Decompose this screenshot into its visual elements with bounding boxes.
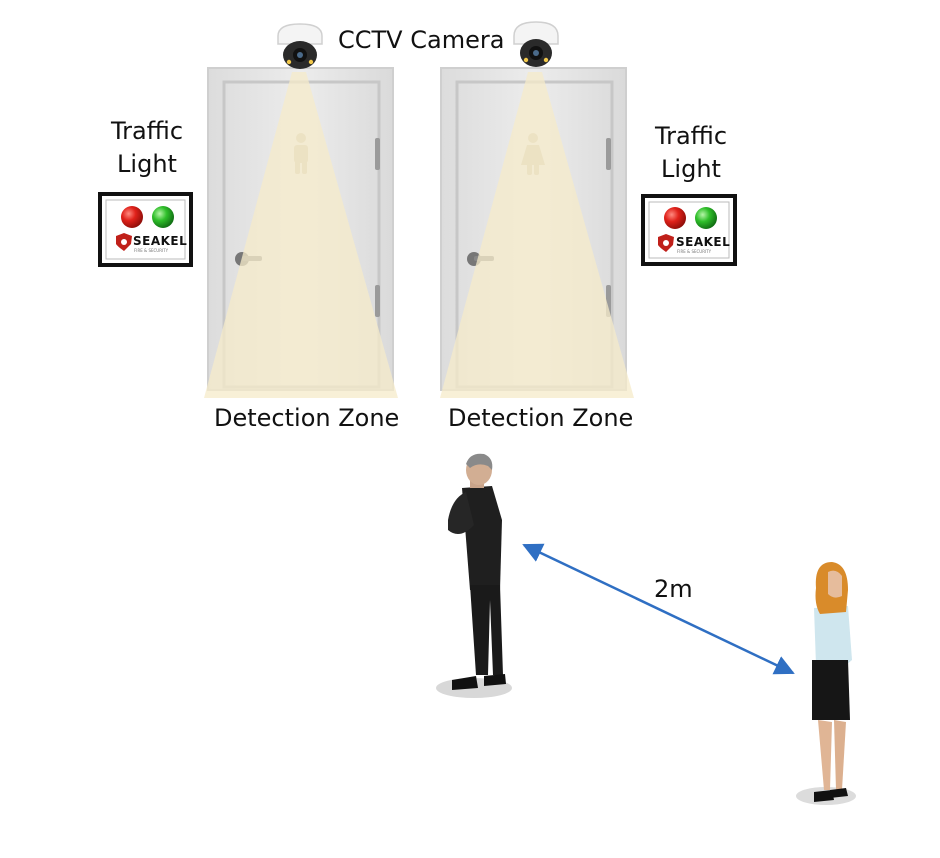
- detection-zone-label-right: Detection Zone: [448, 404, 634, 432]
- traffic-light-label-left: Traffic Light: [108, 117, 186, 179]
- traffic-light-label-line2: Light: [117, 149, 177, 178]
- green-light-icon: [152, 206, 174, 228]
- distance-label: 2m: [654, 575, 693, 603]
- traffic-light-panel-left: [98, 192, 193, 267]
- dome-camera-icon: [513, 21, 559, 67]
- red-light-icon: [664, 207, 686, 229]
- traffic-light-label-line1: Traffic: [110, 117, 184, 145]
- camera-label: CCTV Camera: [338, 26, 505, 54]
- traffic-light-label-right: Traffic Light: [651, 122, 731, 184]
- brand-sub-label-right: FIRE & SECURITY: [677, 249, 712, 254]
- brand-sub-label-left: FIRE & SECURITY: [134, 248, 169, 253]
- woman-figure: [796, 562, 856, 805]
- distance-arrow: [522, 543, 795, 675]
- brand-label-left: SEAKEL: [133, 234, 188, 248]
- green-light-icon: [695, 207, 717, 229]
- right-detection-beam: [440, 72, 634, 398]
- man-figure: [436, 453, 512, 698]
- left-detection-beam: [204, 72, 398, 398]
- red-light-icon: [121, 206, 143, 228]
- brand-label-right: SEAKEL: [676, 235, 731, 249]
- traffic-light-panel-right: [641, 194, 737, 266]
- detection-zone-label-left: Detection Zone: [214, 404, 400, 432]
- traffic-light-label-line2: Light: [661, 154, 721, 183]
- dome-camera-icon: [277, 23, 323, 69]
- traffic-light-label-line1: Traffic: [654, 122, 728, 150]
